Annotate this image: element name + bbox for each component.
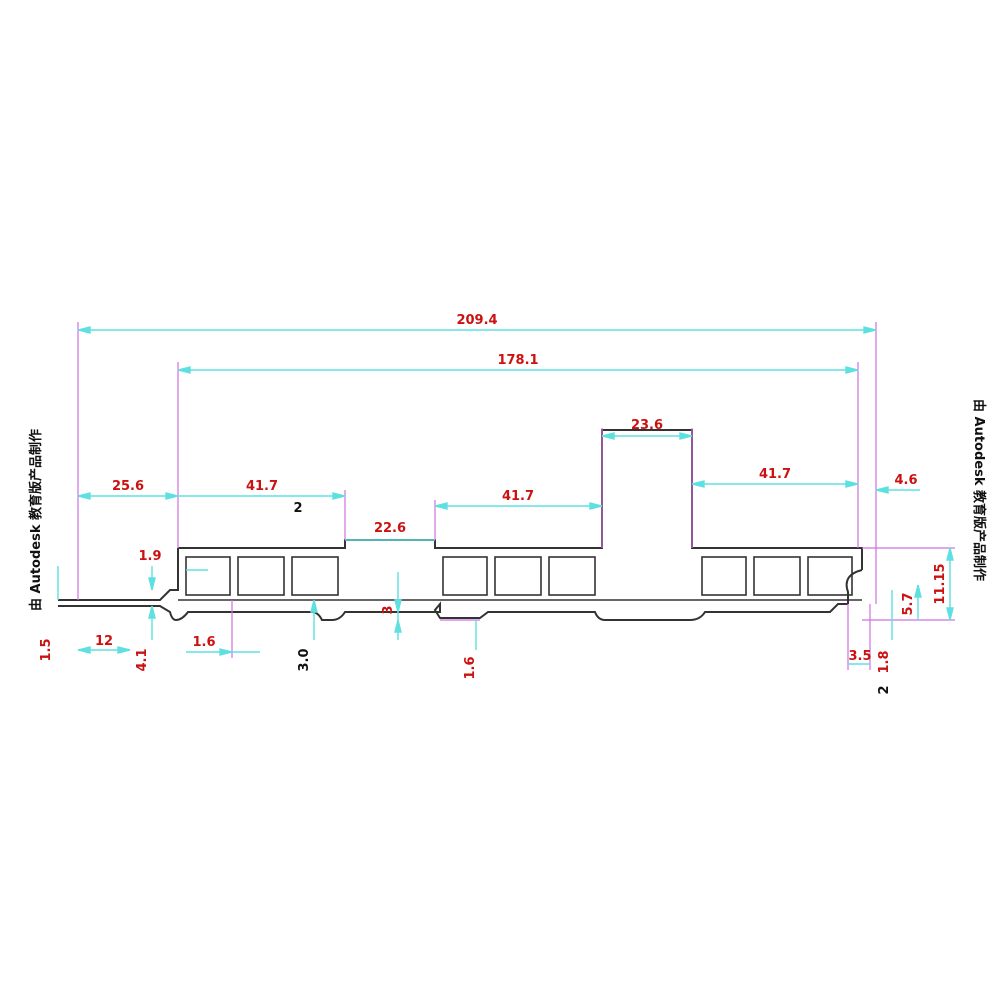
profile-right-end xyxy=(845,569,863,604)
cell xyxy=(494,556,542,596)
arrow xyxy=(875,486,889,494)
arrow xyxy=(77,646,91,654)
arrow xyxy=(863,326,877,334)
cell xyxy=(807,556,853,596)
arrow xyxy=(914,584,922,598)
cell xyxy=(291,556,339,596)
extension-lines xyxy=(77,322,955,670)
dim-label-wall-inner: 1.6 xyxy=(192,635,215,650)
dim-label-bottom-lip-left: 1.5 xyxy=(39,638,54,661)
profile-bottom-edge xyxy=(58,601,848,622)
dimension-labels: 209.4 178.1 25.6 41.7 22.6 41.7 23.6 41.… xyxy=(39,313,948,680)
cell xyxy=(237,556,285,596)
dim-label-left-channel: 22.6 xyxy=(374,521,406,536)
dim-label-bottom-wall: 1.6 xyxy=(463,656,478,679)
cell xyxy=(753,556,801,596)
arrow xyxy=(394,599,402,613)
dim-label-flange-left: 12 xyxy=(95,634,113,649)
dim-label-right-offset: 4.6 xyxy=(894,473,917,488)
hollow-cells xyxy=(185,556,853,596)
arrow xyxy=(845,480,859,488)
arrow xyxy=(148,577,156,591)
dim-label-left-offset: 25.6 xyxy=(112,479,144,494)
watermark-right: 由 Autodesk 教育版产品制作 xyxy=(971,399,987,581)
arrow xyxy=(845,366,859,374)
dim-label-center-span: 41.7 xyxy=(502,489,534,504)
dim-label-flange-step: 4.1 xyxy=(135,648,150,671)
dim-label-channel-depth: 3 xyxy=(381,605,396,614)
cell xyxy=(185,556,231,596)
arrow xyxy=(691,480,705,488)
arrow xyxy=(601,432,615,440)
profile-outline xyxy=(58,429,863,622)
arrow xyxy=(679,432,693,440)
dim-label-overall: 209.4 xyxy=(456,313,497,328)
arrow xyxy=(589,502,603,510)
cell xyxy=(442,556,488,596)
dimension-labels-black: 3.0 2 2 xyxy=(293,501,892,695)
dim-label-wall-top: 1.9 xyxy=(138,549,161,564)
dim-label-right-small: 2 xyxy=(877,685,892,694)
arrow xyxy=(332,492,346,500)
arrow xyxy=(77,492,91,500)
arrow xyxy=(177,366,191,374)
dim-label-right-span: 41.7 xyxy=(759,467,791,482)
dim-label-right-lip: 3.5 xyxy=(848,649,871,664)
dim-label-inner: 178.1 xyxy=(497,353,538,368)
arrow xyxy=(148,605,156,619)
dimension-lines xyxy=(57,326,954,665)
cell xyxy=(548,556,596,596)
watermark-left: 由 Autodesk 教育版产品制作 xyxy=(28,429,44,611)
dim-label-rib-depth: 3.0 xyxy=(297,648,312,671)
arrow xyxy=(165,492,179,500)
cell xyxy=(701,556,747,596)
arrow xyxy=(434,502,448,510)
dim-label-rib-top: 2 xyxy=(293,501,302,516)
dim-label-right-gap: 1.8 xyxy=(877,650,892,673)
arrow xyxy=(394,619,402,633)
profile-left-flange xyxy=(58,548,179,601)
dim-label-right-channel: 23.6 xyxy=(631,418,663,433)
dim-label-height: 11.15 xyxy=(933,563,948,604)
dim-label-lip-height: 5.7 xyxy=(901,592,916,615)
arrow xyxy=(77,326,91,334)
dim-label-left-span: 41.7 xyxy=(246,479,278,494)
arrow xyxy=(946,607,954,621)
arrow xyxy=(310,599,318,613)
arrow xyxy=(219,648,233,656)
arrow xyxy=(946,547,954,561)
arrow xyxy=(117,646,131,654)
